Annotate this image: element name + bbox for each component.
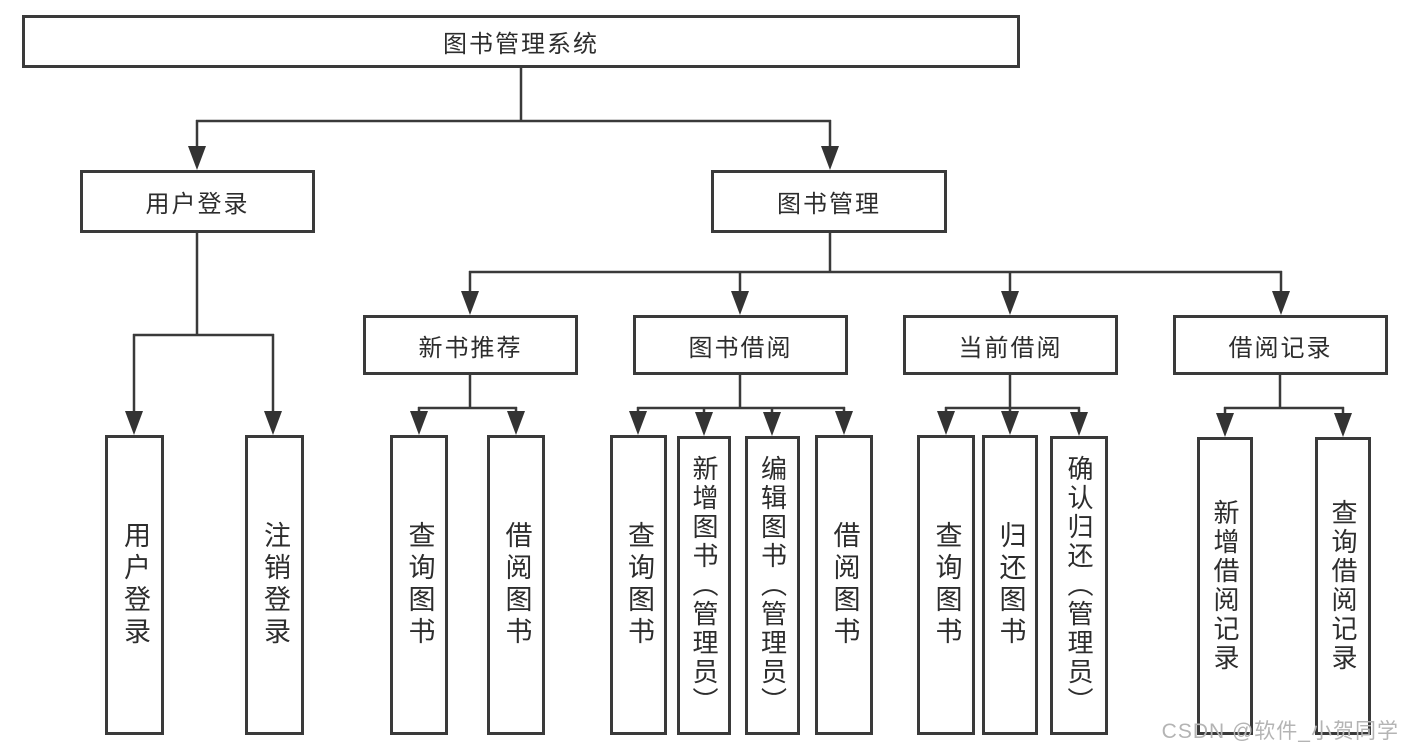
node-book-borrow-label: 图书借阅	[688, 334, 793, 362]
leaf-current-confirm-return-admin-label: 确认归还（管理员）	[1064, 455, 1094, 716]
leaf-rec-borrow-books: 借阅图书	[487, 435, 545, 735]
leaf-current-return-books-label: 归还图书	[995, 521, 1026, 649]
node-current-borrow: 当前借阅	[903, 315, 1118, 375]
leaf-logout-label: 注销登录	[260, 521, 290, 649]
node-root-label: 图书管理系统	[443, 31, 599, 58]
leaf-borrow-add-books-admin-label: 新增图书（管理员）	[689, 455, 719, 716]
leaf-rec-query-books: 查询图书	[390, 435, 448, 735]
node-root: 图书管理系统	[22, 15, 1020, 68]
leaf-rec-query-books-label: 查询图书	[404, 521, 435, 649]
leaf-borrow-edit-books-admin: 编辑图书（管理员）	[745, 436, 800, 735]
node-book-management: 图书管理	[711, 170, 947, 233]
leaf-borrow-edit-books-admin-label: 编辑图书（管理员）	[757, 455, 788, 716]
node-user-login: 用户登录	[80, 170, 315, 233]
leaf-logout: 注销登录	[245, 435, 304, 735]
leaf-current-query-books-label: 查询图书	[931, 521, 962, 649]
leaf-current-confirm-return-admin: 确认归还（管理员）	[1050, 436, 1108, 735]
node-new-book-recommend: 新书推荐	[363, 315, 578, 375]
leaf-records-query-record-label: 查询借阅记录	[1328, 499, 1358, 673]
leaf-borrow-add-books-admin: 新增图书（管理员）	[677, 436, 731, 735]
leaf-borrow-query-books: 查询图书	[610, 435, 667, 735]
leaf-user-login-label: 用户登录	[120, 521, 150, 649]
node-borrow-records-label: 借阅记录	[1228, 334, 1333, 362]
leaf-borrow-borrow-books-label: 借阅图书	[829, 521, 860, 649]
leaf-borrow-borrow-books: 借阅图书	[815, 435, 873, 735]
node-new-book-recommend-label: 新书推荐	[418, 334, 523, 362]
node-book-borrow: 图书借阅	[633, 315, 848, 375]
leaf-records-query-record: 查询借阅记录	[1315, 437, 1371, 735]
leaf-records-add-record: 新增借阅记录	[1197, 437, 1253, 735]
watermark: CSDN @软件_小贺同学	[1161, 720, 1399, 743]
node-user-login-label: 用户登录	[145, 191, 250, 218]
leaf-borrow-query-books-label: 查询图书	[624, 521, 654, 649]
node-borrow-records: 借阅记录	[1173, 315, 1388, 375]
node-current-borrow-label: 当前借阅	[958, 334, 1063, 362]
leaf-rec-borrow-books-label: 借阅图书	[501, 521, 532, 649]
leaf-user-login: 用户登录	[105, 435, 164, 735]
leaf-current-return-books: 归还图书	[982, 435, 1038, 735]
leaf-current-query-books: 查询图书	[917, 435, 975, 735]
leaf-records-add-record-label: 新增借阅记录	[1210, 499, 1240, 673]
node-book-management-label: 图书管理	[777, 191, 881, 218]
